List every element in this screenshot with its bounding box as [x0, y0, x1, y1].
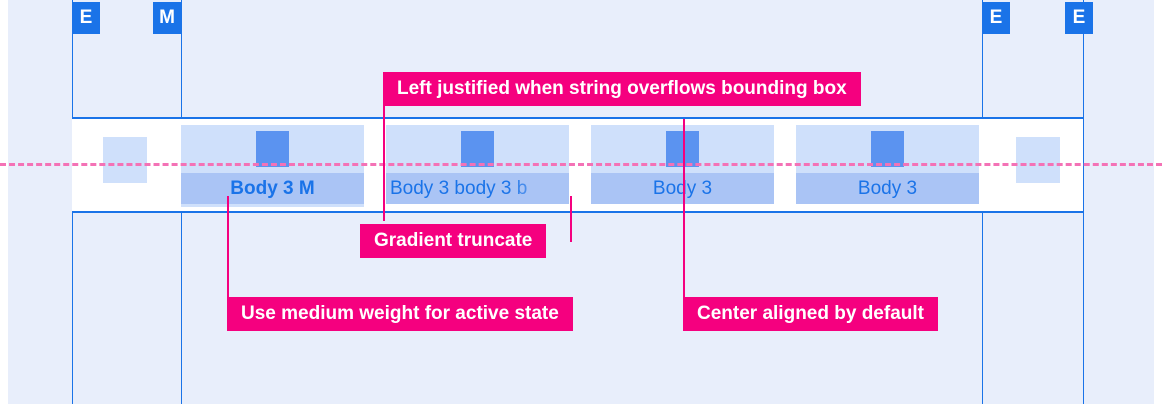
tab-label-band: Body 3 body 3 b — [386, 173, 569, 204]
gradient-truncate-mask — [507, 173, 569, 204]
gradient-truncate-note: Gradient truncate — [360, 224, 547, 258]
leader-medium-weight — [227, 196, 229, 297]
tab-label-band: Body 3 — [796, 173, 979, 204]
leader-center-aligned — [683, 119, 685, 297]
tab-bar: Body 3 M Body 3 body 3 b Body 3 — [72, 119, 1083, 211]
left-justified-note: Left justified when string overflows bou… — [383, 72, 861, 106]
tab-label: Body 3 M — [230, 178, 315, 199]
tab-label-band: Body 3 — [591, 173, 774, 204]
guide-badge-e-left: E — [72, 2, 100, 34]
tab-label: Body 3 — [857, 178, 918, 199]
tab-icon-placeholder — [461, 131, 494, 167]
vertical-guide-right-edge — [1083, 0, 1084, 404]
tab-label: Body 3 — [652, 178, 713, 199]
guide-badge-m: M — [153, 2, 181, 34]
tab-label: Body 3 body 3 b — [390, 178, 528, 199]
center-aligned-note: Center aligned by default — [683, 297, 938, 331]
guide-badge-e-right-edge: E — [1065, 2, 1093, 34]
tab-icon-placeholder — [256, 131, 289, 167]
tab-label-band: Body 3 M — [181, 173, 364, 204]
leader-gradient-truncate — [570, 196, 572, 242]
right-edge-square — [1016, 137, 1060, 183]
medium-weight-note: Use medium weight for active state — [227, 297, 573, 331]
guide-badge-e-right-inner: E — [982, 2, 1010, 34]
tab-icon-placeholder — [666, 131, 699, 167]
leader-left-justified — [383, 106, 385, 221]
tab-icon-placeholder — [871, 131, 904, 167]
tab-active-indicator — [181, 204, 364, 207]
vertical-center-guide — [0, 163, 1162, 166]
left-edge-square — [103, 137, 147, 183]
